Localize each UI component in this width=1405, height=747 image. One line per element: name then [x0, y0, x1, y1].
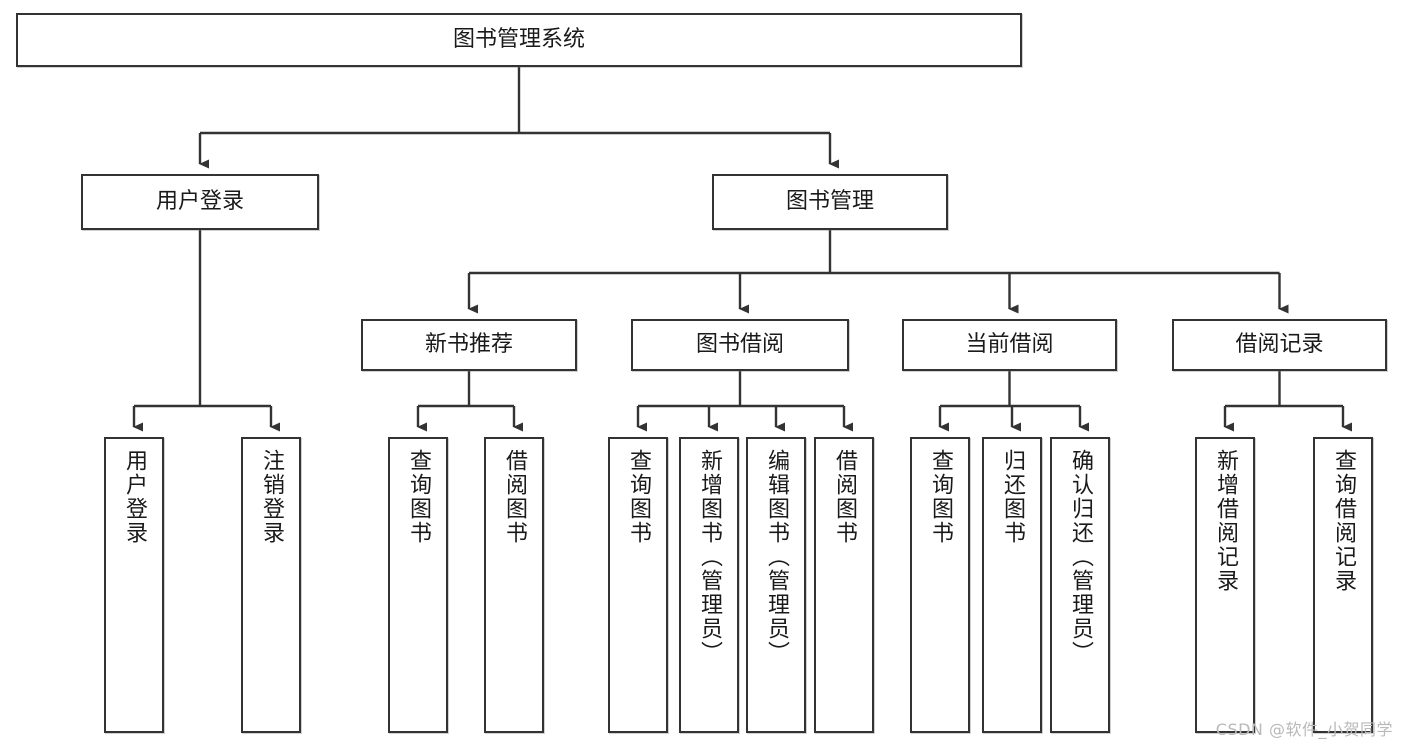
node-label: 用户登录 — [122, 449, 147, 545]
node-leaf-query-books-borrow[interactable]: 查询图书 — [608, 437, 668, 733]
node-label: 用户登录 — [155, 189, 244, 215]
node-leaf-query-books-recommend[interactable]: 查询图书 — [388, 437, 448, 733]
node-borrow-record[interactable]: 借阅记录 — [1172, 319, 1387, 371]
node-leaf-borrow-books-recommend[interactable]: 借阅图书 — [484, 437, 544, 733]
node-book-borrow[interactable]: 图书借阅 — [631, 319, 849, 371]
node-leaf-add-borrow-record[interactable]: 新增借阅记录 — [1195, 437, 1255, 733]
node-label: 图书管理 — [785, 189, 874, 215]
node-label: 归还图书 — [1000, 449, 1025, 545]
node-label: 查询图书 — [406, 449, 431, 545]
node-label: 新增借阅记录 — [1213, 449, 1238, 593]
node-leaf-query-borrow-record[interactable]: 查询借阅记录 — [1313, 437, 1373, 733]
node-book-management[interactable]: 图书管理 — [712, 174, 948, 230]
node-label: 确认归还（管理员） — [1068, 449, 1093, 665]
node-label: 查询图书 — [928, 449, 953, 545]
node-leaf-query-books-current[interactable]: 查询图书 — [910, 437, 970, 733]
node-label: 查询借阅记录 — [1331, 449, 1356, 593]
node-new-book-recommend[interactable]: 新书推荐 — [361, 319, 577, 371]
node-label: 图书借阅 — [695, 332, 784, 358]
node-leaf-user-login[interactable]: 用户登录 — [104, 437, 164, 733]
node-label: 借阅记录 — [1235, 332, 1324, 358]
node-user-login[interactable]: 用户登录 — [81, 174, 319, 230]
node-label: 借阅图书 — [832, 449, 857, 545]
node-label: 查询图书 — [626, 449, 651, 545]
node-label: 新书推荐 — [424, 332, 513, 358]
node-current-borrow[interactable]: 当前借阅 — [902, 319, 1117, 371]
node-label: 当前借阅 — [965, 332, 1054, 358]
node-leaf-edit-book-admin[interactable]: 编辑图书（管理员） — [746, 437, 806, 733]
node-label: 注销登录 — [259, 449, 284, 545]
node-leaf-return-books[interactable]: 归还图书 — [982, 437, 1042, 733]
node-leaf-confirm-return-admin[interactable]: 确认归还（管理员） — [1050, 437, 1110, 733]
node-label: 图书管理系统 — [452, 27, 585, 53]
node-label: 新增图书（管理员） — [697, 449, 722, 665]
node-label: 借阅图书 — [502, 449, 527, 545]
node-label: 编辑图书（管理员） — [764, 449, 789, 665]
node-leaf-borrow-books-borrow[interactable]: 借阅图书 — [814, 437, 874, 733]
node-leaf-logout[interactable]: 注销登录 — [241, 437, 301, 733]
watermark-text: CSDN @软件_小贺同学 — [1215, 720, 1393, 739]
node-root[interactable]: 图书管理系统 — [16, 13, 1022, 67]
node-leaf-add-book-admin[interactable]: 新增图书（管理员） — [679, 437, 739, 733]
